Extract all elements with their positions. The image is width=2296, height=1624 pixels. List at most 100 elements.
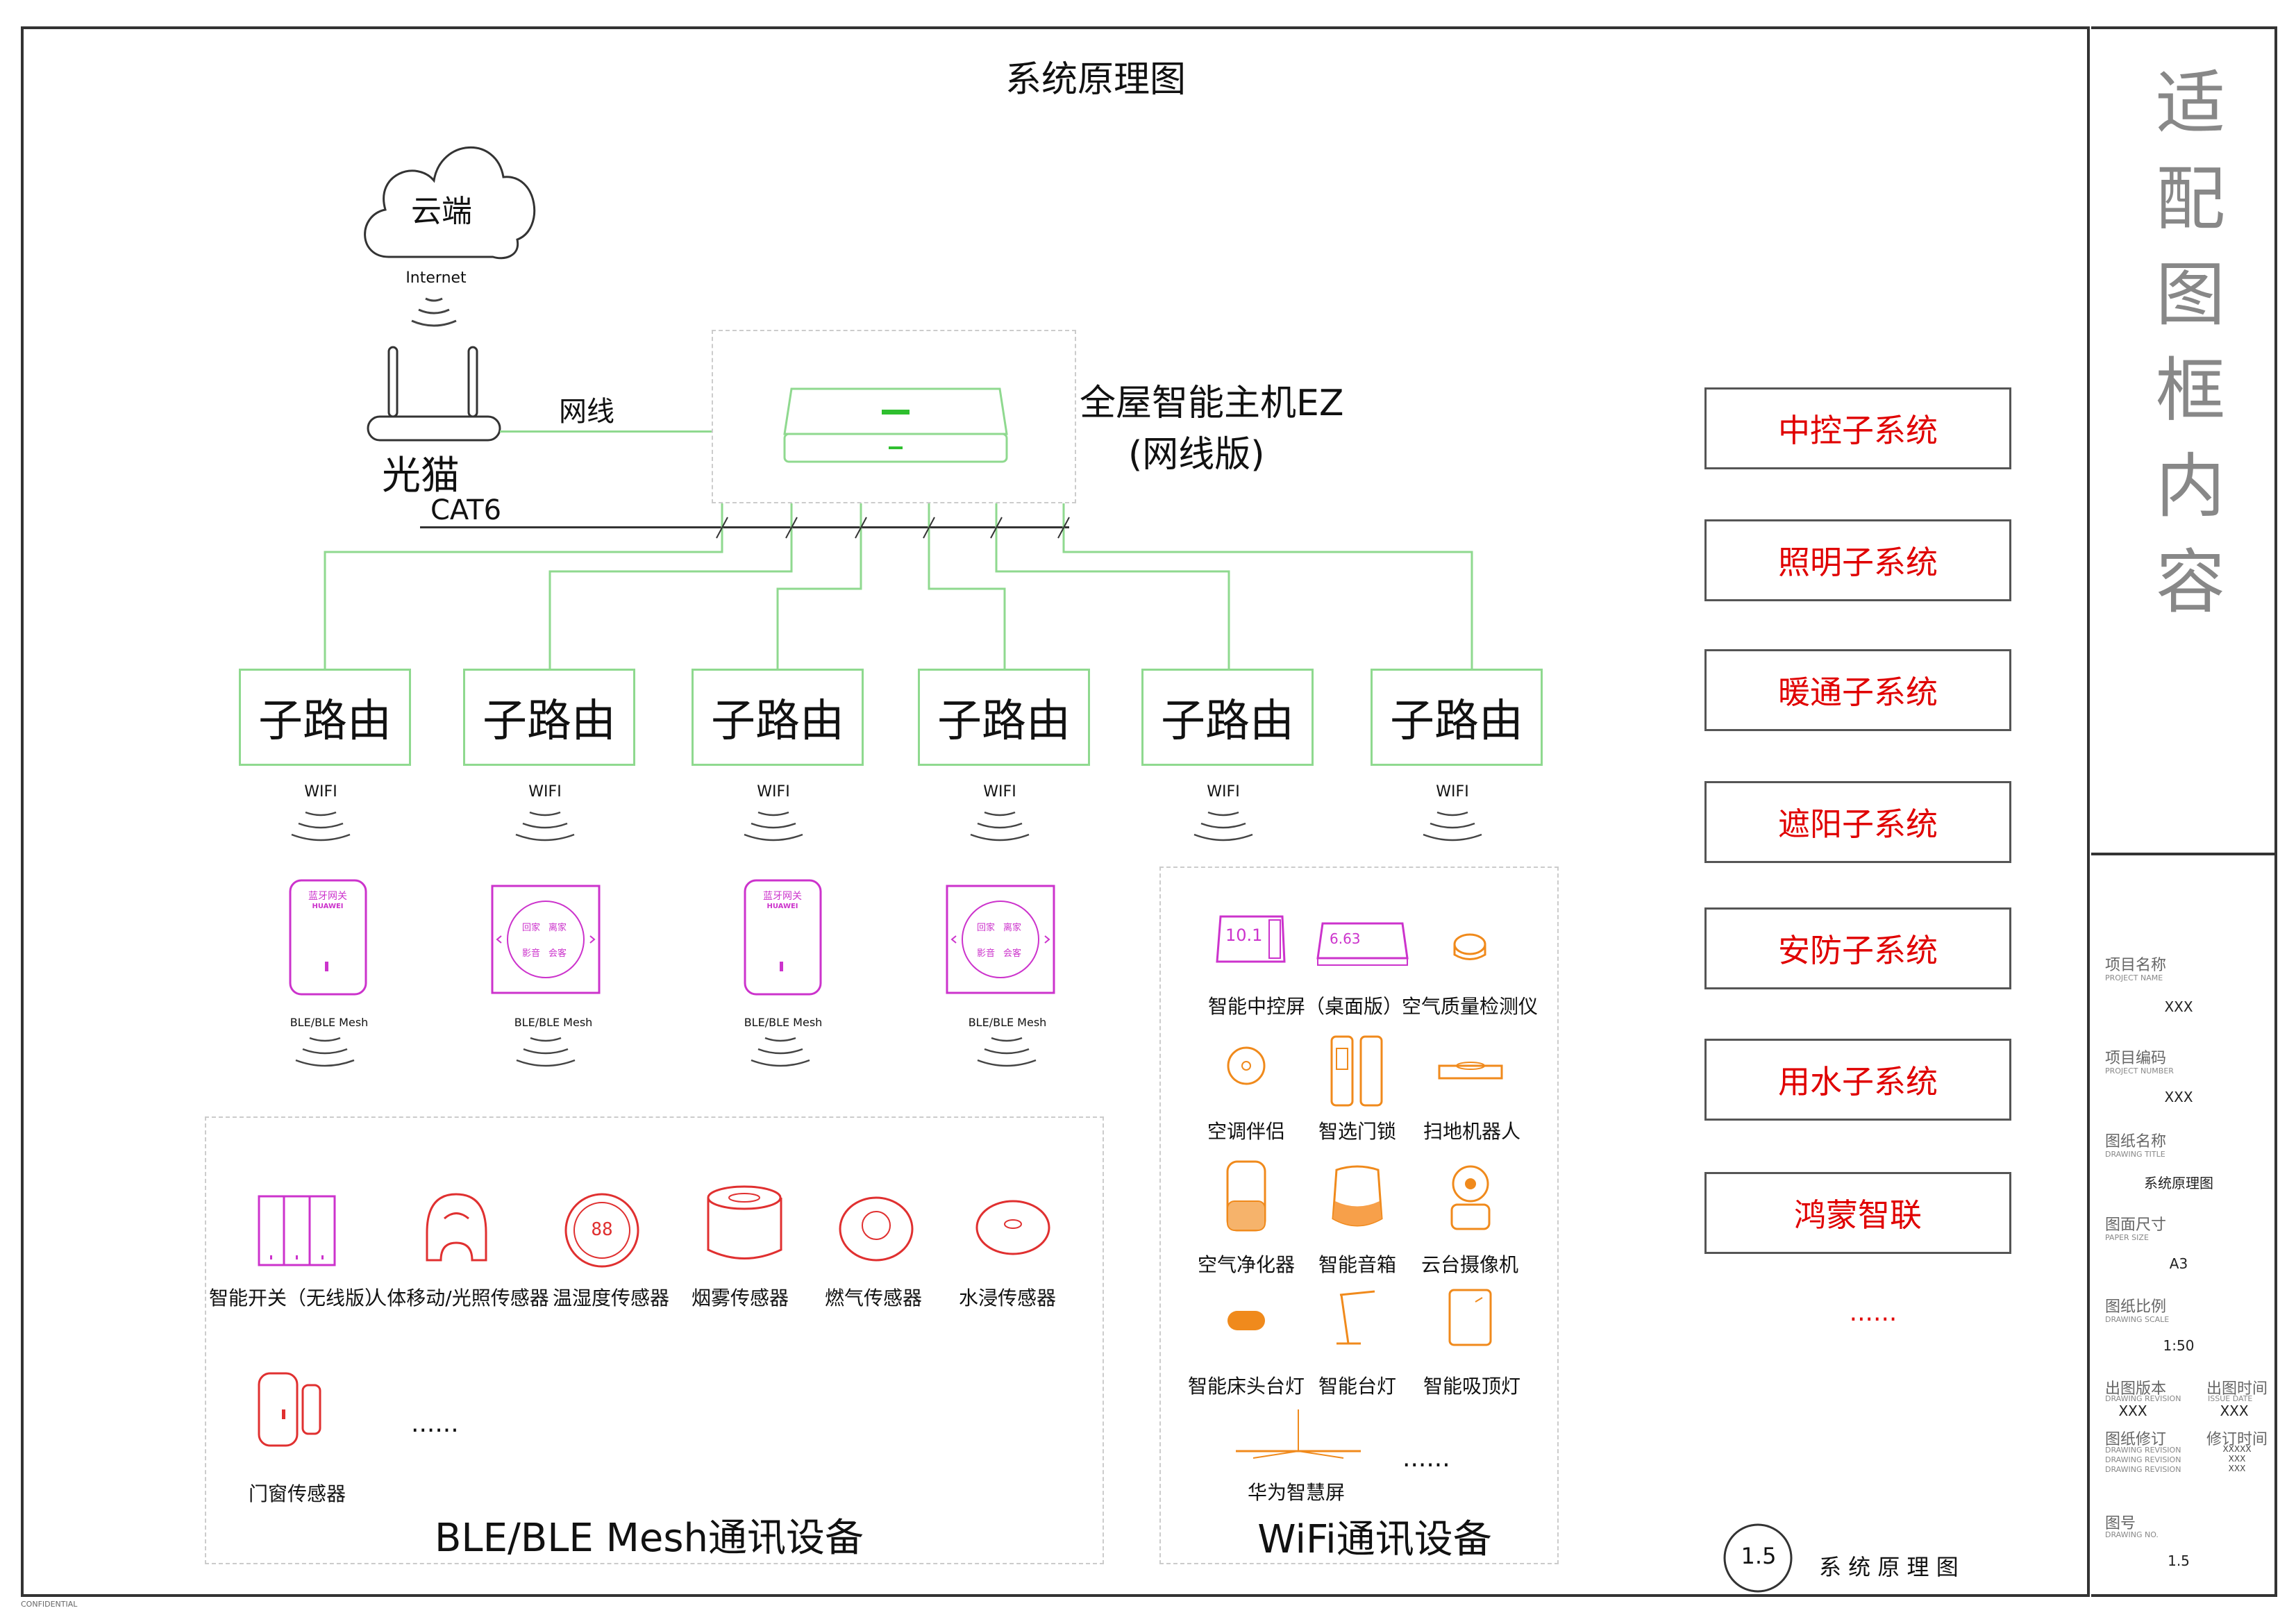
subsystem-hvac: 暖通子系统 [1704,649,2011,731]
sub-router-5: 子路由 [1141,669,1314,766]
sub-router-label: 子路由 [1161,696,1294,747]
tb-revision-date-v2: XXX [2228,1454,2246,1464]
tb-drawing-no-en: DRAWING NO. [2105,1530,2159,1539]
smart-switch-icon [258,1195,336,1266]
sub-router-4: 子路由 [918,669,1090,766]
wifi-label: WIFI [757,783,790,801]
robot-vacuum-icon [1438,1062,1503,1080]
tb-drawing-title-value: 系统原理图 [2144,1175,2213,1191]
panel-key: 影音 [977,948,996,959]
ble-gateway-icon [289,879,367,996]
air-purifier-icon [1226,1160,1266,1232]
scene-panel-icon [491,885,601,994]
subsystem-more: ...... [1849,1298,1897,1327]
ac-companion-icon [1227,1046,1266,1085]
tb-drawing-scale-en: DRAWING SCALE [2105,1315,2170,1324]
central-control-screen-icon [1216,915,1286,963]
tb-revision-note-en: DRAWING REVISION [2105,1446,2181,1455]
ble-device-label: 门窗传感器 [248,1482,346,1505]
modem-label: 光猫 [382,453,460,499]
smart-speaker-icon [1332,1165,1383,1227]
subsystem-water: 用水子系统 [1704,1039,2011,1121]
door-window-sensor-icon [258,1372,321,1447]
drawing-number-circle [1723,1523,1793,1593]
wifi-device-label: 扫地机器人 [1423,1120,1521,1143]
host-subtitle: (网线版) [1128,434,1265,476]
gateway-brand: HUAWEI [312,903,344,910]
sub-router-6: 子路由 [1371,669,1543,766]
gas-sensor-icon [839,1196,914,1262]
panel-key: 回家 [977,923,996,933]
tb-paper-size-value: A3 [2169,1255,2188,1272]
cable-net-label: 网线 [559,396,614,428]
title-block [2091,26,2277,1597]
wifi-label: WIFI [304,783,337,801]
tb-paper-size-en: PAPER SIZE [2105,1233,2149,1242]
page-title: 系统原理图 [1005,59,1187,101]
wifi-label: WIFI [983,783,1016,801]
panel-key: 会客 [1003,948,1022,959]
gateway-brand: HUAWEI [766,903,798,910]
host-device-icon [783,387,1008,463]
wifi-device-label: 智能音箱 [1318,1253,1397,1276]
ble-device-label: 温湿度传感器 [552,1287,670,1309]
ble-mesh-label: BLE/BLE Mesh [744,1016,823,1029]
tb-drawing-scale-label: 图纸比例 [2105,1298,2167,1316]
sub-router-3: 子路由 [692,669,864,766]
subsystem-shading: 遮阳子系统 [1704,781,2011,863]
smart-lock-icon [1330,1035,1383,1107]
tb-project-number-value: XXX [2164,1089,2193,1105]
sub-router-label: 子路由 [258,696,392,747]
subsystem-lighting: 照明子系统 [1704,519,2011,601]
wifi-device-label: 智能吸顶灯 [1423,1375,1521,1398]
ble-devices-area [205,1116,1104,1564]
wifi-label: WIFI [1436,783,1469,801]
tb-drawing-no-label: 图号 [2105,1515,2136,1532]
tb-revision-note-en2: DRAWING REVISION [2105,1455,2181,1464]
gateway-title: 蓝牙网关 [763,891,802,902]
ethernet-cable-line [500,430,712,433]
ptz-camera-icon [1450,1165,1491,1230]
titleblock-heading: 适配图框内容 [2156,62,2225,623]
internet-label: Internet [405,269,467,287]
smart-screen-icon [1236,1409,1361,1459]
ceiling-light-icon [1448,1289,1492,1346]
motion-sensor-icon [426,1193,487,1262]
panel-key: 影音 [522,948,541,959]
confidential-mark: CONFIDENTIAL [21,1600,78,1609]
title-block-divider [2091,853,2274,855]
tb-issue-date-value: XXX [2220,1403,2249,1419]
subsystem-central-control: 中控子系统 [1704,387,2011,469]
cat6-line [420,526,1069,528]
sub-router-label: 子路由 [937,696,1071,747]
ble-gateway-icon [744,879,822,996]
ble-device-label: 人体移动/光照传感器 [367,1287,549,1309]
wifi-more: ...... [1402,1444,1450,1473]
footer-caption: 系 统 原 理 图 [1819,1554,1959,1580]
ble-device-label: 燃气传感器 [824,1287,923,1309]
tb-revision-date-label: 修订时间 [2206,1431,2268,1448]
wifi-device-label: 智能中控屏（桌面版） [1207,995,1403,1018]
gateway-title: 蓝牙网关 [308,891,347,902]
tb-project-number-en: PROJECT NUMBER [2105,1066,2174,1075]
cat6-label: CAT6 [430,494,502,526]
ble-mesh-label: BLE/BLE Mesh [290,1016,369,1029]
panel-key: 会客 [548,948,567,959]
host-title: 全屋智能主机EZ [1080,383,1344,424]
cloud-label: 云端 [411,194,472,229]
screen-value: 10.1 [1225,926,1263,945]
bedside-lamp-icon [1227,1311,1265,1330]
wifi-devices-area [1159,867,1559,1564]
wifi-device-label: 智选门锁 [1318,1120,1397,1143]
wifi-device-label: 智能床头台灯 [1187,1375,1305,1398]
sub-router-1: 子路由 [239,669,411,766]
cloud-icon [364,146,536,260]
ble-device-label: 智能开关（无线版） [208,1287,385,1309]
tb-drawing-revision-value: XXX [2118,1403,2147,1419]
wifi-device-label: 空气质量检测仪 [1401,995,1539,1018]
wifi-device-label: 空调伴侣 [1207,1120,1286,1143]
wifi-device-label: 空气净化器 [1197,1253,1296,1276]
tb-paper-size-label: 图面尺寸 [2105,1216,2167,1234]
tb-drawing-title-en: DRAWING TITLE [2105,1150,2165,1159]
wifi-label: WIFI [1207,783,1240,801]
